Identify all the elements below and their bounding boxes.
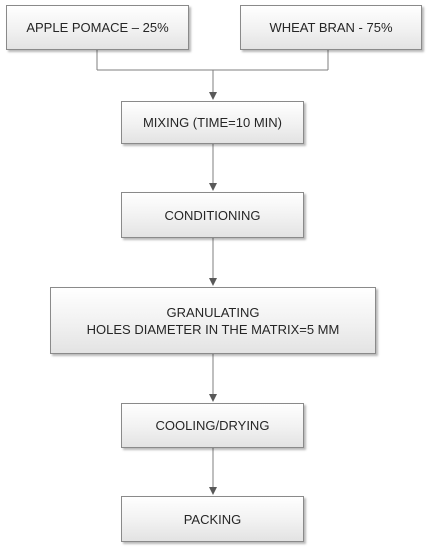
conditioning-label: CONDITIONING bbox=[164, 207, 261, 223]
granulating-title: GRANULATING bbox=[166, 304, 260, 320]
apple-pomace-label: APPLE POMACE – 25% bbox=[26, 20, 169, 35]
cooling-drying-box: COOLING/DRYING bbox=[121, 403, 304, 448]
mixing-box: MIXING (TIME=10 MIN) bbox=[121, 101, 304, 144]
packing-label: PACKING bbox=[183, 511, 242, 527]
apple-pomace-box: APPLE POMACE – 25% bbox=[6, 5, 189, 50]
granulating-box: GRANULATING HOLES DIAMETER IN THE MATRIX… bbox=[50, 287, 376, 354]
wheat-bran-label: WHEAT BRAN - 75% bbox=[269, 20, 393, 35]
cooling-drying-label: COOLING/DRYING bbox=[155, 418, 270, 433]
granulating-detail: HOLES DIAMETER IN THE MATRIX=5 MM bbox=[86, 321, 340, 337]
mixing-label: MIXING (TIME=10 MIN) bbox=[142, 115, 283, 130]
wheat-bran-box: WHEAT BRAN - 75% bbox=[240, 5, 422, 50]
packing-box: PACKING bbox=[121, 496, 304, 542]
conditioning-box: CONDITIONING bbox=[121, 192, 304, 238]
